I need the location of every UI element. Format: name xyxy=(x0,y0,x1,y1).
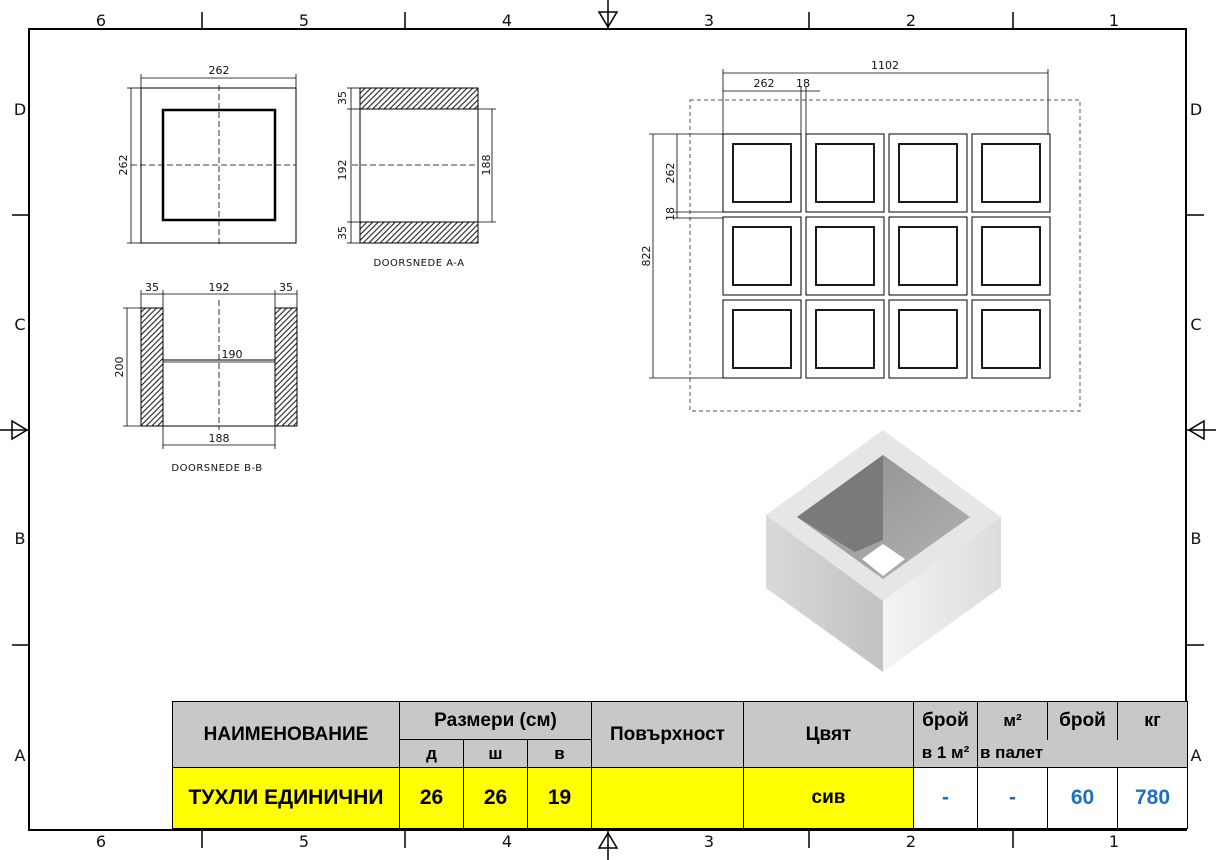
section-a-mid-dim: 192 xyxy=(336,160,349,181)
pallet-unit-width-dim: 262 xyxy=(754,77,775,90)
row-m2-pallet: - xyxy=(977,767,1048,829)
pallet-brick xyxy=(805,133,885,213)
pallet-brick-hole xyxy=(732,226,792,286)
top-view-width-dim: 262 xyxy=(209,64,230,77)
title-block: НАИМЕНОВАНИЕ Размери (см) Повърхност Цвя… xyxy=(172,701,1188,829)
col-label-5-bottom: 5 xyxy=(299,832,309,851)
pallet-brick-hole xyxy=(981,309,1041,369)
pallet-total-height-dim: 822 xyxy=(640,246,653,267)
row-label-a-right: A xyxy=(1191,746,1202,765)
row-w: 26 xyxy=(463,767,528,829)
pallet-brick xyxy=(888,133,968,213)
brick-3d-render xyxy=(766,430,1001,672)
header-count: брой xyxy=(913,701,978,740)
section-a-bottom-dim: 35 xyxy=(336,226,349,240)
header-w: ш xyxy=(463,739,528,768)
pallet-brick xyxy=(805,216,885,296)
pallet-gap-height-dim: 18 xyxy=(664,207,677,221)
pallet-grid xyxy=(722,133,1051,379)
row-label-d: D xyxy=(14,100,26,119)
section-b-mid-dim: 192 xyxy=(209,281,230,294)
header-surface: Повърхност xyxy=(591,701,744,768)
pallet-brick xyxy=(971,299,1051,379)
pallet-brick xyxy=(971,216,1051,296)
row-label-b-right: B xyxy=(1191,529,1202,548)
col-label-6-bottom: 6 xyxy=(96,832,106,851)
col-label-3: 3 xyxy=(704,11,714,30)
pallet-brick xyxy=(888,299,968,379)
section-b-caption: DOORSNEDE B-B xyxy=(171,463,262,474)
pallet-brick xyxy=(805,299,885,379)
pallet-brick xyxy=(888,216,968,296)
col-label-4: 4 xyxy=(502,11,512,30)
header-kg: кг xyxy=(1117,701,1188,740)
section-b-b xyxy=(123,290,298,449)
pallet-unit-height-dim: 262 xyxy=(664,163,677,184)
title-block-table: НАИМЕНОВАНИЕ Размери (см) Повърхност Цвя… xyxy=(172,701,1188,829)
pallet-brick-hole xyxy=(981,143,1041,203)
header-dimensions: Размери (см) xyxy=(399,701,592,740)
header-name: НАИМЕНОВАНИЕ xyxy=(172,701,400,768)
section-a-right-dim: 188 xyxy=(480,155,493,176)
pallet-brick-hole xyxy=(732,309,792,369)
header-count-sub: в 1 м² xyxy=(913,739,978,768)
pallet-brick xyxy=(722,299,802,379)
header-m2: м² xyxy=(977,701,1048,740)
pallet-brick-hole xyxy=(898,309,958,369)
row-surface xyxy=(591,767,744,829)
col-label-3-bottom: 3 xyxy=(704,832,714,851)
section-a-a xyxy=(347,87,496,244)
pallet-brick-hole xyxy=(815,309,875,369)
header-count-pallet: брой xyxy=(1047,701,1118,740)
section-b-left-dim: 35 xyxy=(145,281,159,294)
top-view xyxy=(127,74,297,245)
pallet-brick-hole xyxy=(815,143,875,203)
row-d: 26 xyxy=(399,767,464,829)
pallet-brick-hole xyxy=(981,226,1041,286)
pallet-gap-width-dim: 18 xyxy=(796,77,810,90)
row-h: 19 xyxy=(527,767,592,829)
row-label-a: A xyxy=(15,746,26,765)
pallet-brick xyxy=(722,216,802,296)
row-name: ТУХЛИ ЕДИНИЧНИ xyxy=(172,767,400,829)
header-d: д xyxy=(399,739,464,768)
row-color: сив xyxy=(743,767,914,829)
section-b-bottom-dim: 188 xyxy=(209,432,230,445)
top-view-height-dim: 262 xyxy=(117,155,130,176)
section-a-top-dim: 35 xyxy=(336,91,349,105)
header-h: в xyxy=(527,739,592,768)
pallet-brick-hole xyxy=(898,143,958,203)
row-count-pallet: 60 xyxy=(1047,767,1118,829)
pallet-brick-hole xyxy=(815,226,875,286)
row-label-c: C xyxy=(14,315,25,334)
pallet-total-width-dim: 1102 xyxy=(871,59,899,72)
section-b-right-dim: 35 xyxy=(279,281,293,294)
row-kg: 780 xyxy=(1117,767,1188,829)
row-per-m2: - xyxy=(913,767,978,829)
col-label-6: 6 xyxy=(96,11,106,30)
col-label-1: 1 xyxy=(1109,11,1119,30)
col-label-1-bottom: 1 xyxy=(1109,832,1119,851)
section-b-inner-dim: 190 xyxy=(222,348,243,361)
col-label-2-bottom: 2 xyxy=(906,832,916,851)
pallet-brick-hole xyxy=(898,226,958,286)
col-label-5: 5 xyxy=(299,11,309,30)
col-label-4-bottom: 4 xyxy=(502,832,512,851)
pallet-brick xyxy=(971,133,1051,213)
col-label-2: 2 xyxy=(906,11,916,30)
section-b-height-dim: 200 xyxy=(113,357,126,378)
pallet-brick-hole xyxy=(732,143,792,203)
header-color: Цвят xyxy=(743,701,914,768)
header-pallet-sub: в палет xyxy=(977,739,1188,768)
row-label-b: B xyxy=(15,529,26,548)
pallet-layout xyxy=(649,69,1081,412)
section-a-caption: DOORSNEDE A-A xyxy=(373,258,464,269)
row-label-c-right: C xyxy=(1190,315,1201,334)
pallet-brick xyxy=(722,133,802,213)
row-label-d-right: D xyxy=(1190,100,1202,119)
